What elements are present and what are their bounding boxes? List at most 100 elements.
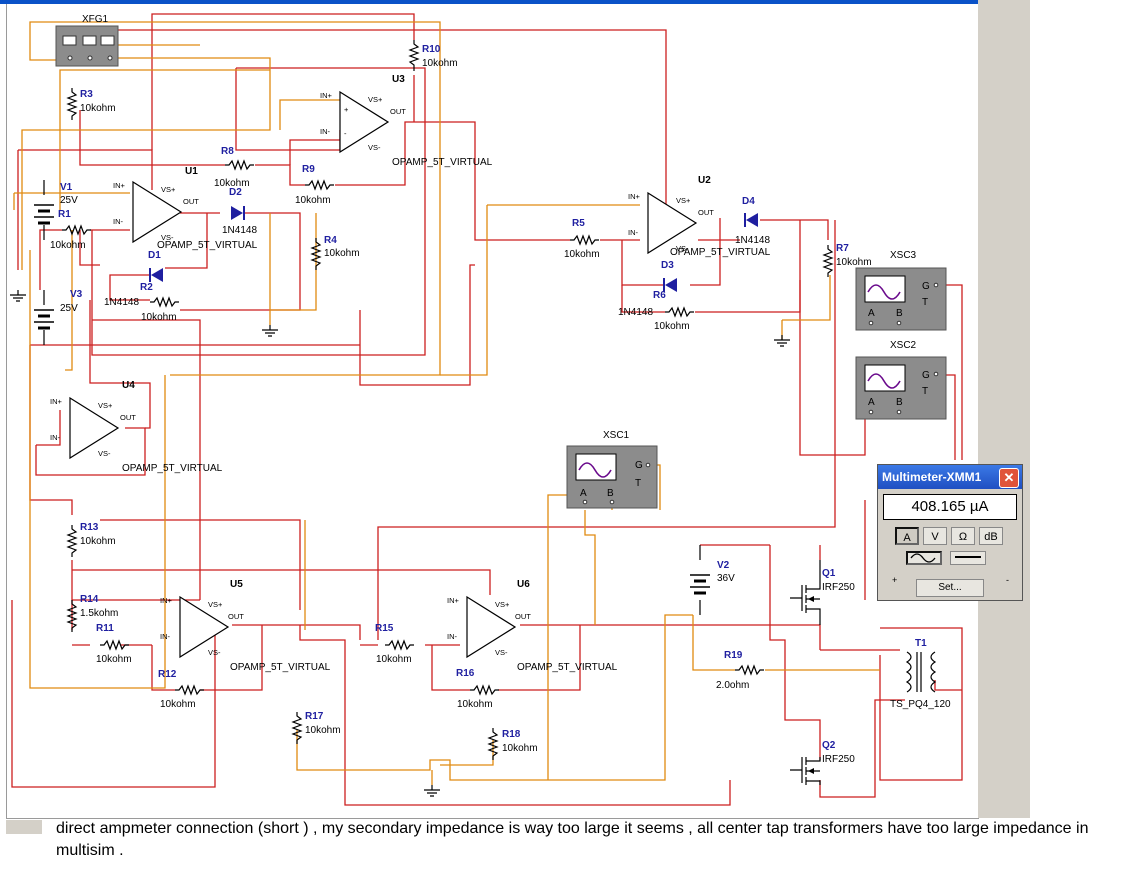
diode-d3[interactable]: D3 1N4148 bbox=[618, 260, 677, 318]
ac-sine-icon[interactable] bbox=[906, 551, 942, 565]
scope-ref: XSC3 bbox=[890, 250, 917, 261]
resistor-r16[interactable]: R16 10kohm bbox=[456, 668, 499, 710]
scrollbar-area[interactable] bbox=[978, 0, 1030, 818]
resistor-value: 10kohm bbox=[324, 248, 360, 259]
opamp-u5[interactable]: IN+ IN- VS+ VS- OUT U5 OPAMP_5T_VIRTUAL bbox=[160, 579, 331, 673]
mode-button-db[interactable]: dB bbox=[979, 527, 1003, 545]
set-button[interactable]: Set... bbox=[916, 579, 984, 597]
resistor-r7[interactable]: R7 10kohm bbox=[822, 243, 872, 277]
diode-ref: D1 bbox=[148, 250, 161, 261]
resistor-r14[interactable]: R14 1.5kohm bbox=[66, 594, 118, 632]
resistor-r12[interactable]: R12 10kohm bbox=[158, 669, 204, 710]
resistor-r3[interactable]: R3 10kohm bbox=[66, 88, 116, 120]
dc-source-v2[interactable]: V2 36V bbox=[690, 560, 735, 595]
resistor-ref: R8 bbox=[221, 146, 234, 157]
diode-model: 1N4148 bbox=[735, 235, 770, 246]
resistor-ref: R4 bbox=[324, 235, 337, 246]
source-ref: V3 bbox=[70, 289, 83, 300]
dc-source-v3[interactable]: V3 25V bbox=[34, 289, 83, 330]
schematic-canvas[interactable] bbox=[6, 4, 979, 819]
resistor-ref: R5 bbox=[572, 218, 585, 229]
resistor-value: 10kohm bbox=[457, 699, 493, 710]
mode-button-voltmeter[interactable]: V bbox=[923, 527, 947, 545]
resistor-r13[interactable]: R13 10kohm bbox=[66, 522, 116, 557]
oscilloscope-xsc3[interactable]: A B G T XSC3 bbox=[855, 250, 947, 331]
scope-pin-g: G bbox=[635, 460, 643, 471]
mosfet-q2[interactable]: Q2 IRF250 bbox=[790, 740, 855, 785]
dc-line-icon[interactable] bbox=[950, 551, 986, 565]
pin-label: OUT bbox=[698, 208, 714, 217]
mosfet-q1[interactable]: Q1 IRF250 bbox=[790, 560, 855, 625]
dc-source-v1[interactable]: V1 25V bbox=[34, 182, 78, 225]
opamp-ref: U6 bbox=[517, 579, 530, 590]
opamp-model: OPAMP_5T_VIRTUAL bbox=[122, 463, 223, 474]
function-generator-xfg1[interactable]: XFG1 bbox=[55, 14, 119, 67]
opamp-u4[interactable]: IN+ IN- VS+ VS- OUT U4 OPAMP_5T_VIRTUAL bbox=[50, 380, 223, 474]
scope-pin-a: A bbox=[868, 397, 875, 408]
scope-pin-t: T bbox=[635, 478, 641, 489]
mode-button-ohmmeter[interactable]: Ω bbox=[951, 527, 975, 545]
opamp-model: OPAMP_5T_VIRTUAL bbox=[517, 662, 618, 673]
diode-model: 1N4148 bbox=[222, 225, 257, 236]
diode-d2[interactable]: D2 1N4148 bbox=[222, 187, 257, 236]
diode-d1[interactable]: D1 1N4148 bbox=[104, 250, 163, 308]
resistor-value: 2.0ohm bbox=[716, 680, 749, 691]
scope-pin-b: B bbox=[896, 397, 903, 408]
resistor-r4[interactable]: R4 10kohm bbox=[310, 235, 360, 270]
pin-label: VS- bbox=[495, 648, 508, 657]
resistor-r15[interactable]: R15 10kohm bbox=[375, 623, 414, 665]
resistor-value: 10kohm bbox=[305, 725, 341, 736]
multimeter-titlebar[interactable]: Multimeter-XMM1 ✕ bbox=[878, 465, 1022, 489]
resistor-ref: R18 bbox=[502, 729, 521, 740]
close-icon[interactable]: ✕ bbox=[999, 468, 1019, 488]
pin-label: IN- bbox=[113, 217, 124, 226]
resistor-r10[interactable]: R10 10kohm bbox=[408, 40, 458, 71]
resistor-r19[interactable]: R19 2.0ohm bbox=[716, 650, 764, 691]
resistor-r5[interactable]: R5 10kohm bbox=[564, 218, 600, 260]
transformer-ref: T1 bbox=[915, 638, 927, 649]
diode-d4[interactable]: D4 1N4148 bbox=[735, 196, 770, 246]
pin-label: IN- bbox=[447, 632, 458, 641]
pin-label: VS+ bbox=[208, 600, 223, 609]
pin-label: VS+ bbox=[161, 185, 176, 194]
multimeter-mode-group: A V Ω dB bbox=[895, 527, 1022, 545]
resistor-value: 10kohm bbox=[376, 654, 412, 665]
opamp-ref: U1 bbox=[185, 166, 198, 177]
resistor-ref: R2 bbox=[140, 282, 153, 293]
resistor-value: 10kohm bbox=[50, 240, 86, 251]
resistor-r6[interactable]: R6 10kohm bbox=[653, 290, 694, 332]
transformer-t1[interactable]: T1 TS_PQ4_120 bbox=[890, 638, 951, 710]
mode-button-ammeter[interactable]: A bbox=[895, 527, 919, 545]
resistor-value: 10kohm bbox=[564, 249, 600, 260]
resistor-value: 10kohm bbox=[141, 312, 177, 323]
opamp-u6[interactable]: IN+ IN- VS+ VS- OUT U6 OPAMP_5T_VIRTUAL bbox=[447, 579, 618, 673]
pin-label: VS- bbox=[368, 143, 381, 152]
resistor-r9[interactable]: R9 10kohm bbox=[295, 164, 334, 206]
resistor-ref: R15 bbox=[375, 623, 394, 634]
opamp-u3[interactable]: +- IN+ IN- VS+ VS- OUT U3 OPAMP_5T_VIRTU… bbox=[320, 74, 493, 168]
oscilloscope-xsc2[interactable]: A B G T XSC2 bbox=[855, 340, 947, 420]
resistor-r17[interactable]: R17 10kohm bbox=[291, 711, 341, 744]
source-value: 25V bbox=[60, 195, 78, 206]
resistor-value: 10kohm bbox=[836, 257, 872, 268]
window-title-strip bbox=[0, 0, 1030, 4]
diode-ref: D2 bbox=[229, 187, 242, 198]
opamp-ref: U3 bbox=[392, 74, 405, 85]
opamp-u1[interactable]: IN+ IN- VS+ VS- OUT U1 OPAMP_5T_VIRTUAL bbox=[113, 166, 258, 251]
opamp-u2[interactable]: IN+ IN- VS+ VS- OUT U2 OPAMP_5T_VIRTUAL bbox=[628, 175, 771, 258]
pin-label: IN- bbox=[160, 632, 171, 641]
svg-text:+: + bbox=[344, 105, 349, 114]
resistor-r18[interactable]: R18 10kohm bbox=[487, 728, 538, 760]
resistor-r1[interactable]: R1 10kohm bbox=[50, 209, 91, 251]
resistor-r2[interactable]: R2 10kohm bbox=[140, 282, 179, 323]
resistor-value: 10kohm bbox=[654, 321, 690, 332]
scope-pin-b: B bbox=[896, 308, 903, 319]
pin-label: IN+ bbox=[160, 596, 173, 605]
resistor-r8[interactable]: R8 10kohm bbox=[214, 146, 254, 189]
resistor-r11[interactable]: R11 10kohm bbox=[96, 623, 132, 665]
multimeter-window[interactable]: Multimeter-XMM1 ✕ 408.165 µA A V Ω dB Se… bbox=[877, 464, 1023, 601]
resistor-ref: R7 bbox=[836, 243, 849, 254]
oscilloscope-xsc1[interactable]: A B G T XSC1 bbox=[566, 430, 658, 509]
status-swatch bbox=[6, 820, 42, 834]
